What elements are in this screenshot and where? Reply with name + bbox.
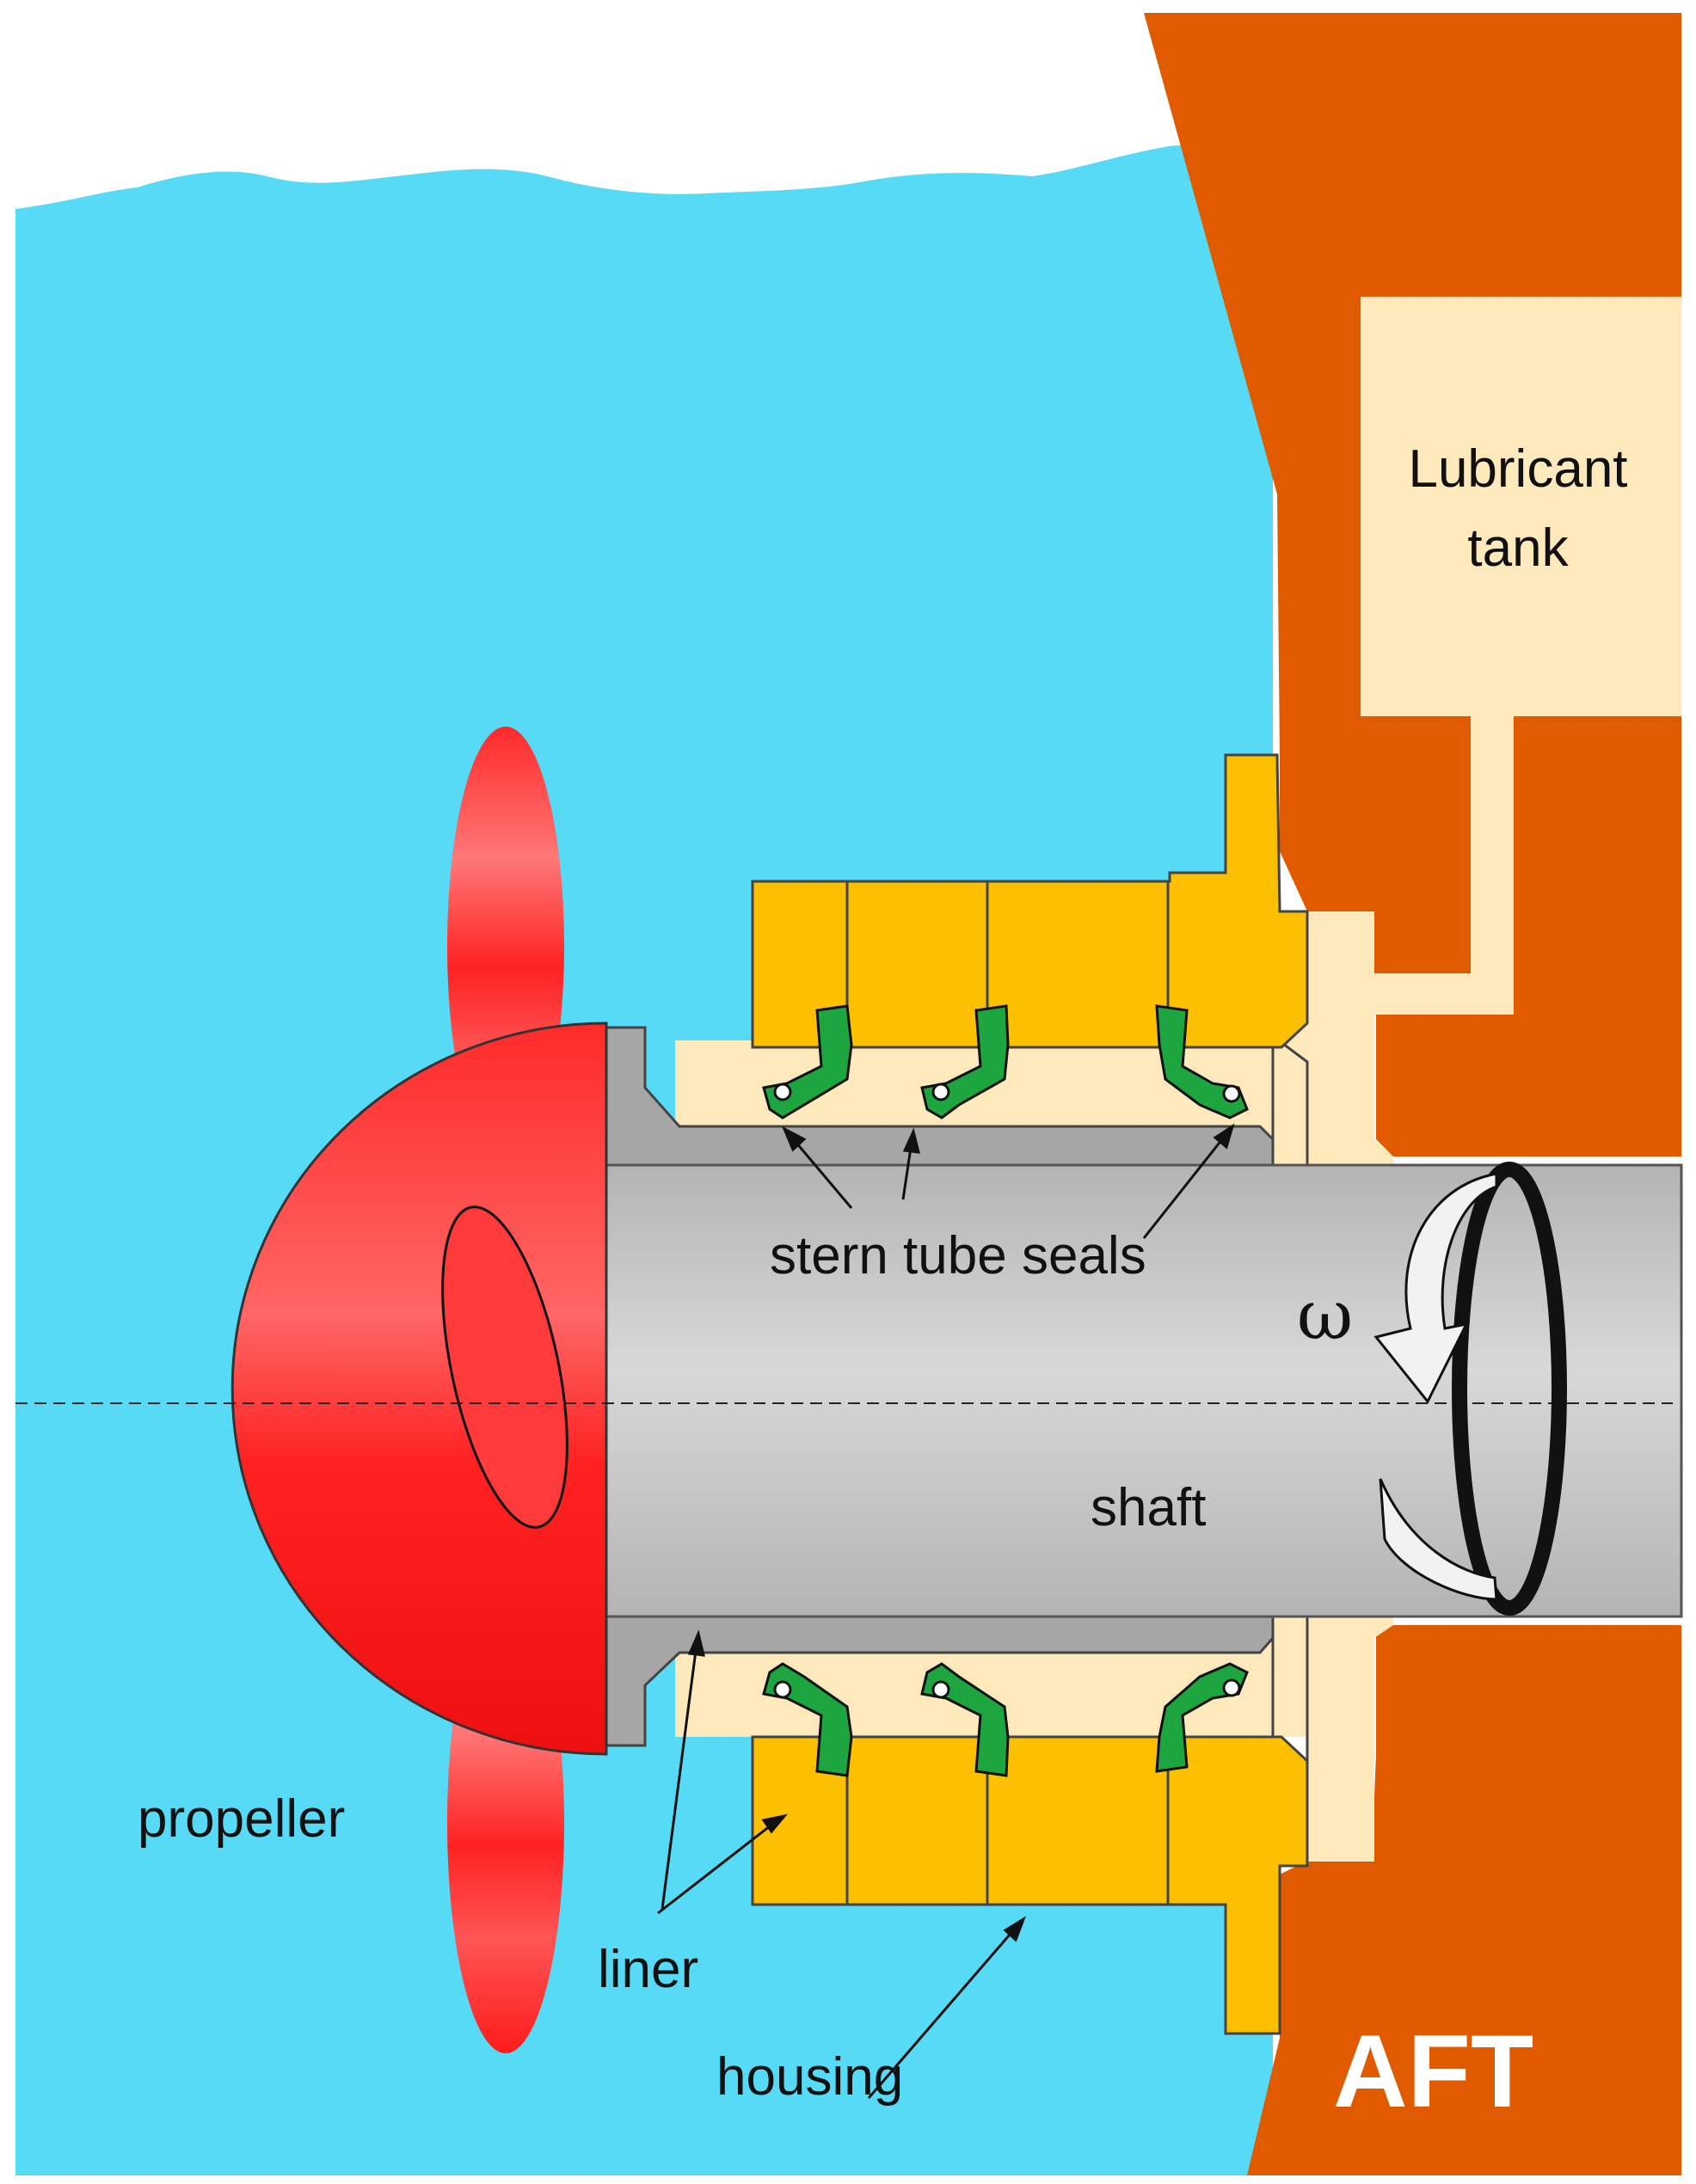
omega-label: ω <box>1297 1275 1354 1355</box>
seal-lower-1 <box>762 1662 853 1777</box>
seal-upper-1 <box>762 1004 853 1120</box>
lubricant-tank-label-line2: tank <box>1467 518 1569 578</box>
seal-lower-3 <box>1155 1662 1249 1773</box>
lubricant-pipe <box>1372 716 1514 1015</box>
shaft <box>600 1163 1683 1618</box>
seal-lower-2 <box>920 1662 1010 1777</box>
propeller-hub <box>230 1021 608 1756</box>
hull-lower <box>1247 1625 1681 2175</box>
seal-upper-2 <box>920 1004 1010 1120</box>
rotation-arrow-icon <box>1373 1162 1567 1616</box>
lubricant-tank-label: Lubricant tank <box>1376 430 1660 588</box>
stern-tube-seals-label: stern tube seals <box>770 1226 1146 1285</box>
label-arrows <box>657 1123 1235 2099</box>
liner-label: liner <box>598 1940 699 1999</box>
propeller-blade-root <box>441 1205 568 1529</box>
propeller-label: propeller <box>138 1789 346 1849</box>
lubricant-tank <box>1361 297 1681 716</box>
lubricant-tank-label-line1: Lubricant <box>1408 439 1628 499</box>
shaft-label: shaft <box>1091 1478 1207 1537</box>
seal-upper-3 <box>1155 1004 1249 1120</box>
housing-label: housing <box>716 2047 904 2107</box>
aft-label: AFT <box>1333 2014 1534 2129</box>
